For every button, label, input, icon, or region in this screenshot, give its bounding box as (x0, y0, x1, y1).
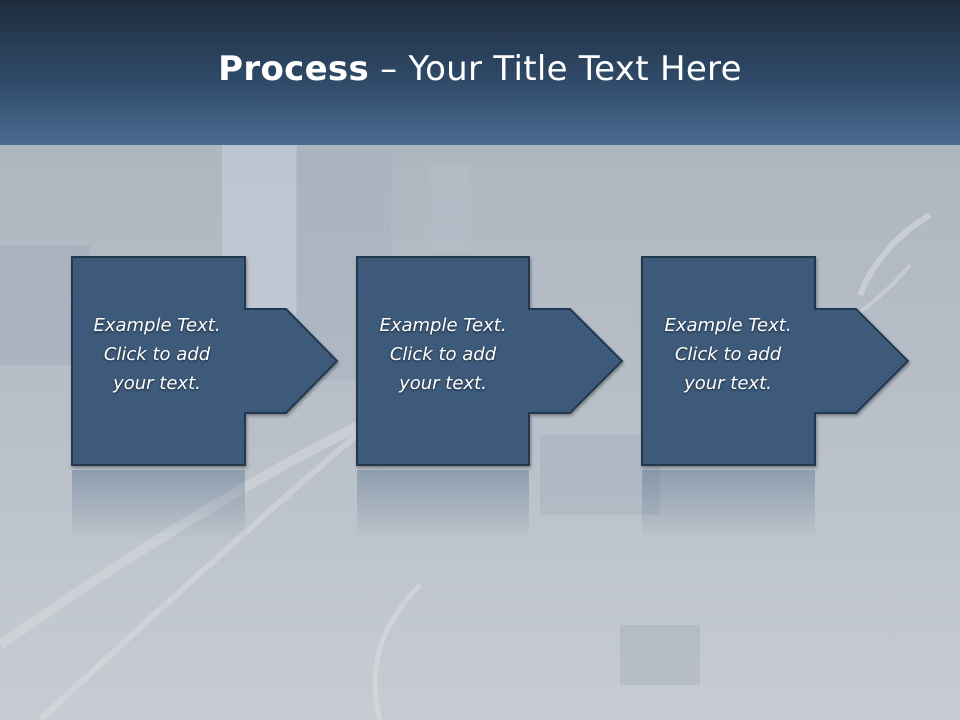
step-text-1[interactable]: Example Text. Click to add your text. (72, 311, 242, 398)
title-bold: Process (218, 48, 370, 89)
step-reflection-1 (72, 470, 245, 540)
step-shape-2[interactable] (356, 256, 624, 466)
step-text-2[interactable]: Example Text. Click to add your text. (358, 311, 528, 398)
step-1-line-3: your text. (113, 373, 201, 394)
title-bar: Process – Your Title Text Here (0, 0, 960, 145)
step-text-3[interactable]: Example Text. Click to add your text. (643, 311, 813, 398)
step-shape-1[interactable] (71, 256, 339, 466)
step-reflection-3 (642, 470, 815, 540)
slide-title[interactable]: Process – Your Title Text Here (218, 49, 742, 89)
step-3-line-2: Click to add (674, 344, 782, 365)
step-reflection-2 (357, 470, 529, 540)
step-3-line-1: Example Text. (664, 315, 792, 336)
step-2-line-3: your text. (399, 373, 487, 394)
step-3-line-3: your text. (684, 373, 772, 394)
step-shape-3[interactable] (641, 256, 910, 466)
step-1-line-2: Click to add (103, 344, 211, 365)
step-1-line-1: Example Text. (93, 315, 221, 336)
step-2-line-2: Click to add (389, 344, 497, 365)
step-2-line-1: Example Text. (379, 315, 507, 336)
title-rest: – Your Title Text Here (369, 48, 742, 89)
